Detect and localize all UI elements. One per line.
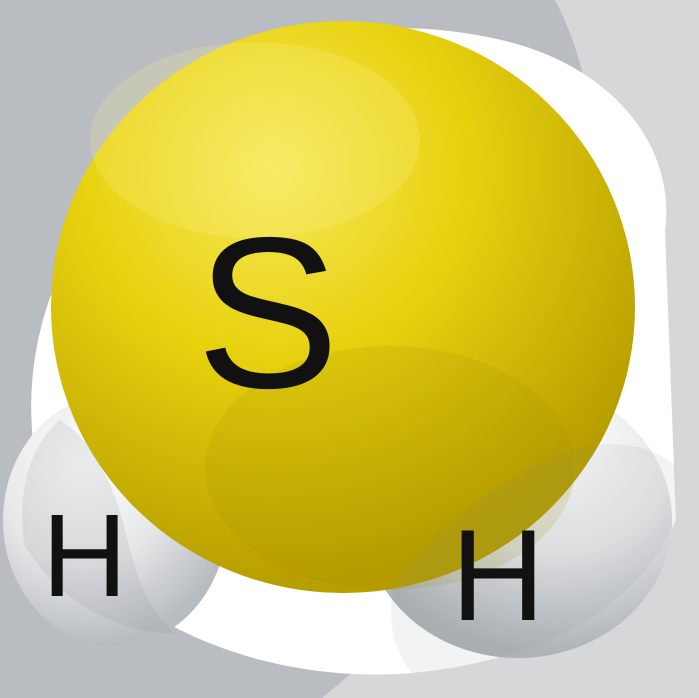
right-hydrogen-label: H: [451, 502, 545, 648]
left-hydrogen-label: H: [42, 490, 128, 622]
sulfur-label: S: [196, 192, 340, 433]
left-hydrogen-overlap-shade: [22, 420, 176, 634]
sulfur-shadow: [205, 346, 575, 590]
sulfur-highlight: [90, 42, 420, 238]
right-hydrogen-overlap-shade: [391, 444, 676, 673]
sulfur-sphere: [51, 21, 635, 593]
